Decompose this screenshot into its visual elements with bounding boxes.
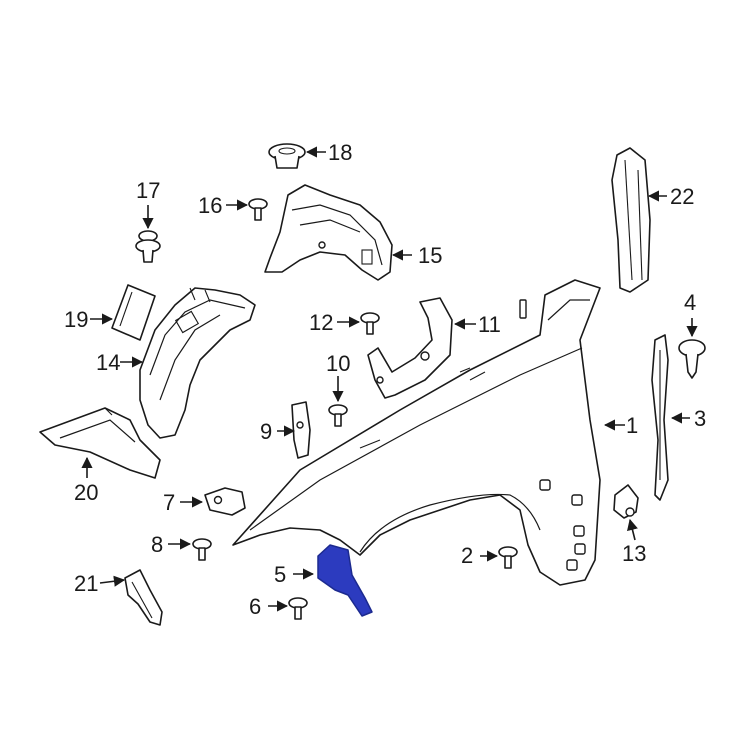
- push-clip-4: [678, 339, 706, 379]
- callout-21: 21: [74, 571, 98, 596]
- callout-14: 14: [96, 350, 120, 375]
- callout-10: 10: [326, 351, 350, 376]
- bolt-6: [288, 597, 308, 620]
- callout-22: 22: [670, 184, 694, 209]
- callout-18: 18: [328, 140, 352, 165]
- callout-4: 4: [684, 290, 696, 315]
- callout-12: 12: [309, 310, 333, 335]
- callout-13: 13: [622, 541, 646, 566]
- bracket-11: [367, 297, 453, 399]
- bracket-9: [291, 401, 311, 459]
- leader-lines: [81, 146, 698, 612]
- callout-2: 2: [461, 543, 473, 568]
- callout-9: 9: [260, 419, 272, 444]
- callout-6: 6: [249, 594, 261, 619]
- lower-cover-20: [39, 407, 161, 479]
- grommet-18: [268, 143, 306, 169]
- callout-numbers: 1 2 3 4 5 6 7 8 9 10 11 12 13 14 15 16 1…: [64, 140, 706, 619]
- callout-11: 11: [478, 312, 501, 337]
- bolt-2: [498, 546, 518, 569]
- bolt-10: [328, 404, 348, 427]
- callout-1: 1: [626, 413, 638, 438]
- bracket-21: [124, 569, 163, 626]
- callout-17: 17: [136, 178, 160, 203]
- bolt-16: [248, 198, 268, 221]
- small-bracket-13: [613, 484, 639, 519]
- wheel-liner-part: [139, 287, 256, 439]
- splash-shield-part: [264, 184, 393, 281]
- callout-15: 15: [418, 243, 442, 268]
- callout-8: 8: [151, 532, 163, 557]
- seal-strip-part: [651, 334, 669, 501]
- callout-20: 20: [74, 480, 98, 505]
- callout-3: 3: [694, 406, 706, 431]
- bolt-8: [192, 538, 212, 561]
- callout-7: 7: [163, 490, 175, 515]
- callout-16: 16: [198, 193, 222, 218]
- callout-19: 19: [64, 307, 88, 332]
- bracket-7: [204, 487, 246, 516]
- bolt-12: [360, 312, 380, 335]
- pillar-trim-part: [611, 147, 651, 293]
- highlighted-bracket-5: [317, 544, 373, 617]
- callout-5: 5: [274, 562, 286, 587]
- plate-19: [111, 284, 156, 341]
- clip-17: [135, 230, 161, 263]
- fender-part: [232, 279, 601, 586]
